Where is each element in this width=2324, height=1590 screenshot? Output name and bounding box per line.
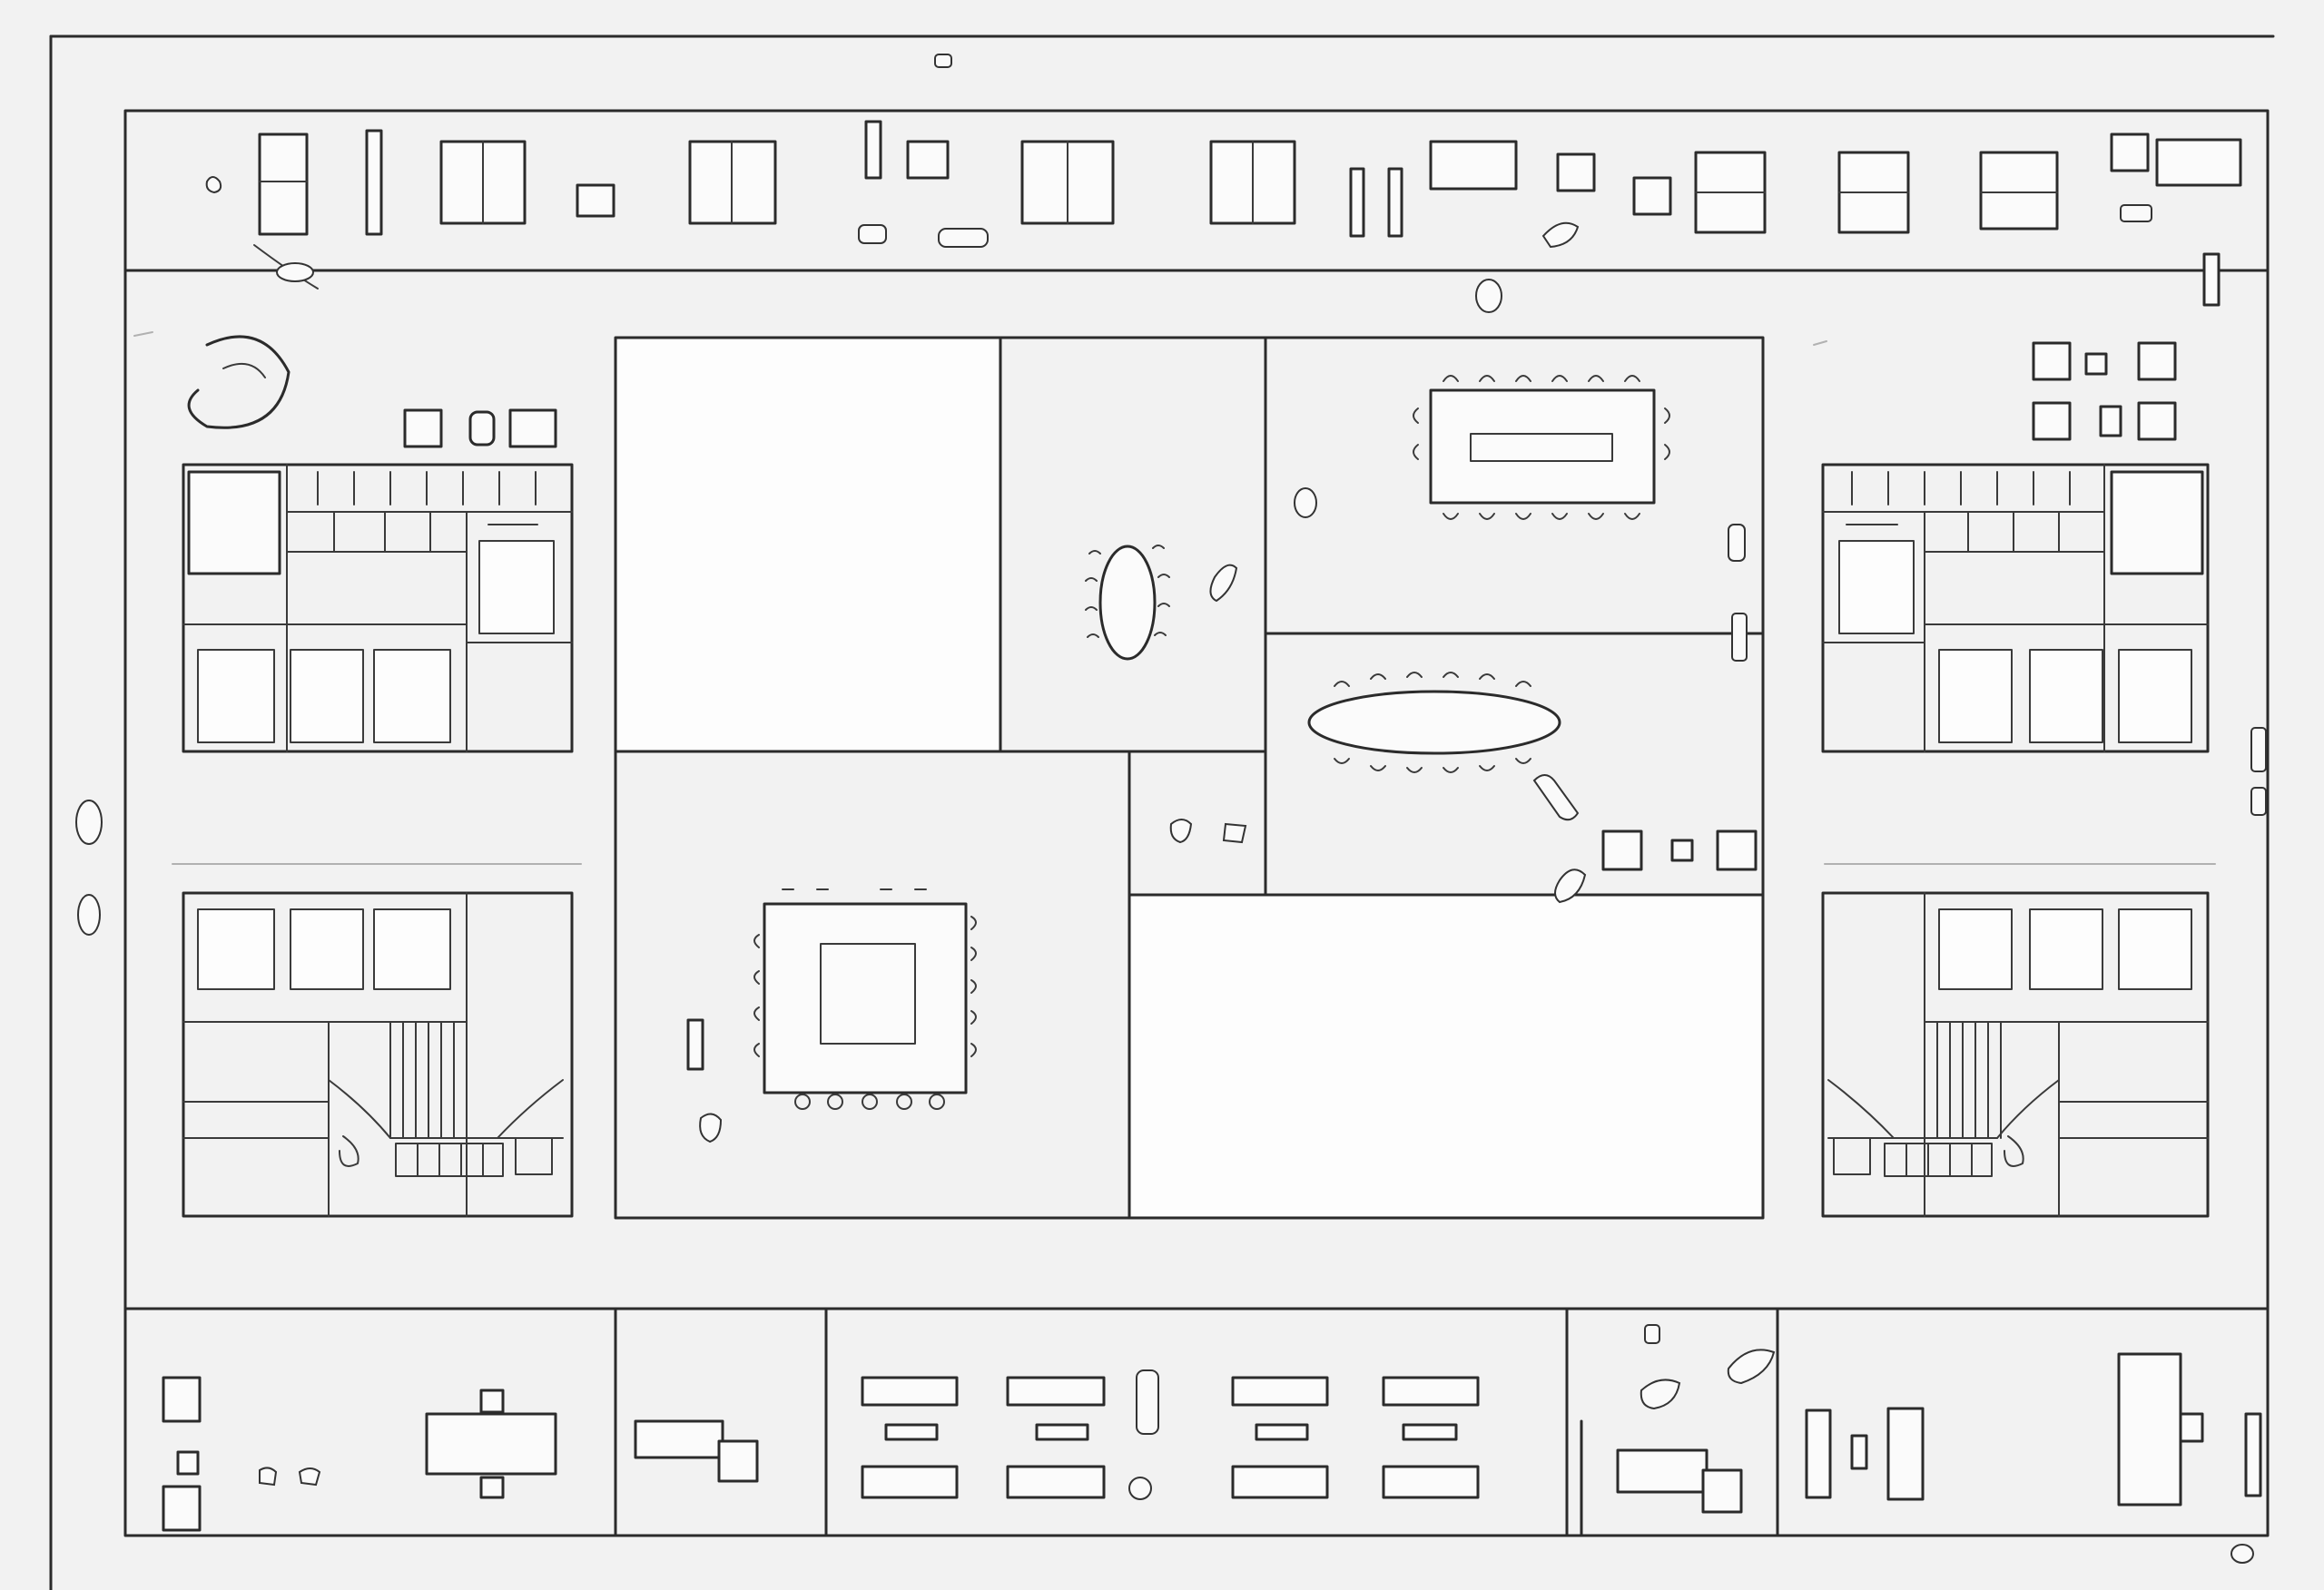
desk-rows: [861, 1369, 1480, 1500]
left-edge-chairs: [75, 727, 2267, 936]
top-workstation-strip: [123, 54, 2270, 313]
central-room-block: [614, 336, 1765, 1220]
boardroom-table: [1294, 375, 1748, 662]
oval-conference-table: [1169, 672, 1758, 904]
left-upper-workstation-pod: [182, 335, 574, 753]
square-meeting-table: [686, 888, 977, 1143]
sketch-marks: [133, 331, 2216, 865]
oval-meeting-table: [1085, 545, 1238, 661]
bottom-room-strip: [123, 1307, 2270, 1564]
left-lower-workstation-pod: [182, 891, 574, 1218]
right-lower-workstation-pod: [1821, 891, 2210, 1218]
building-outline: [49, 34, 2275, 1590]
right-upper-workstation-pod: [1821, 341, 2210, 753]
